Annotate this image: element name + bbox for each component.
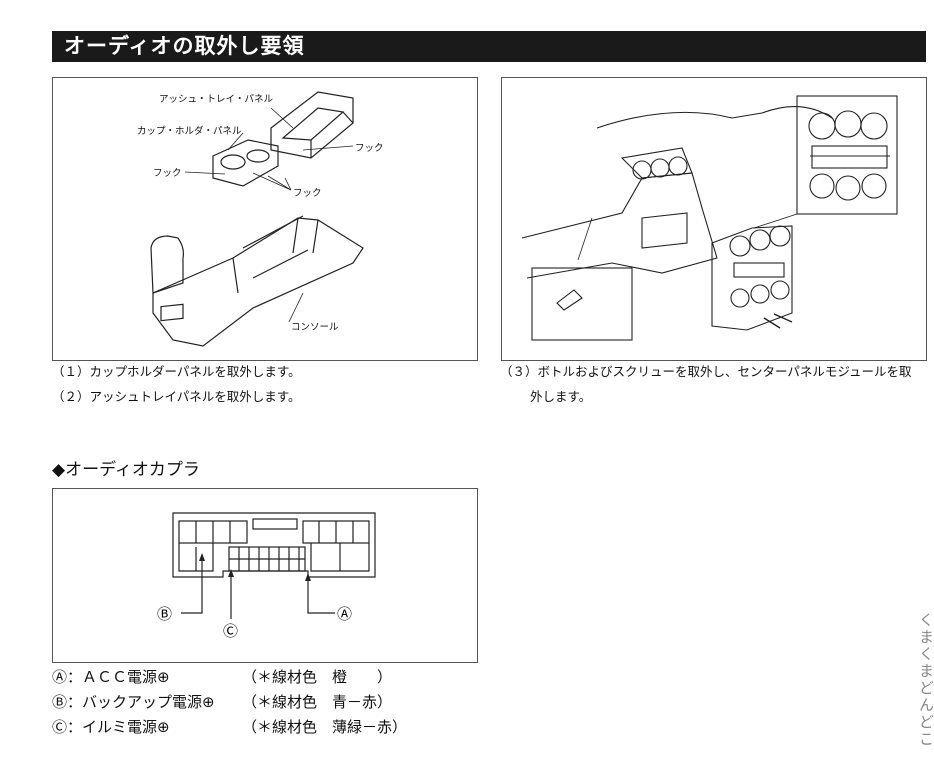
label-ash-tray-panel: アッシュ・トレイ・パネル: [159, 94, 274, 105]
coupler-diagram: Ⓑ Ⓒ Ⓐ: [157, 512, 376, 640]
label-hook-c: フック: [293, 188, 322, 199]
cup-holder-panel-shape: [212, 139, 279, 187]
legend-backup-label: Ⓑ：バックアップ電源⊕: [52, 693, 215, 711]
label-hook-b: フック: [153, 168, 182, 179]
marker-a: Ⓐ: [337, 605, 352, 623]
center-panel-diagram-panel: [501, 77, 927, 361]
ash-tray-panel-shape: [270, 91, 354, 159]
leader-a: [307, 575, 335, 614]
center-module-shape: [711, 225, 793, 331]
step-1-text: （１）カップホルダーパネルを取外します。: [52, 364, 301, 379]
coupler-diagram-panel: Ⓑ Ⓒ Ⓐ: [52, 488, 478, 663]
step-2-text: （２）アッシュトレイパネルを取外します。: [52, 389, 301, 404]
label-console: コンソール: [291, 322, 339, 333]
legend-acc: Ⓐ：ＡＣＣ電源⊕ （＊線材色 橙 ）: [52, 667, 392, 687]
legend-backup-wire: （＊線材色 青－赤）: [242, 693, 393, 711]
legend-acc-wire: （＊線材色 橙 ）: [242, 668, 393, 686]
side-watermark-text: くまくまどんどこ: [917, 612, 934, 748]
legend-backup: Ⓑ：バックアップ電源⊕ （＊線材色 青－赤）: [52, 692, 392, 712]
audio-coupler-heading: ◆オーディオカプラ: [52, 460, 200, 480]
legend-illumi-label: Ⓒ：イルミ電源⊕: [52, 718, 170, 736]
coupler-housing: [172, 512, 376, 578]
armrest-shape: [150, 235, 185, 294]
module-front-inset: [796, 95, 898, 215]
legend-acc-label: Ⓐ：ＡＣＣ電源⊕: [52, 668, 170, 686]
center-panel-diagram: [521, 95, 898, 341]
marker-c: Ⓒ: [223, 622, 238, 640]
console-body-shape: [152, 217, 364, 347]
page-title: オーディオの取外し要領: [52, 31, 926, 62]
console-diagram: アッシュ・トレイ・パネル カップ・ホルダ・パネル フック フック フック コンソ…: [137, 91, 384, 347]
step-3-text-line2: 外します。: [530, 389, 592, 404]
label-cup-holder-panel: カップ・ホルダ・パネル: [137, 125, 242, 137]
leader-b: [181, 555, 203, 614]
legend-illumi-wire: （＊線材色 薄緑－赤）: [242, 718, 408, 736]
label-hook-a: フック: [355, 143, 384, 154]
marker-b: Ⓑ: [157, 605, 172, 623]
legend-illumi: Ⓒ：イルミ電源⊕ （＊線材色 薄緑－赤）: [52, 717, 407, 737]
console-diagram-panel: アッシュ・トレイ・パネル カップ・ホルダ・パネル フック フック フック コンソ…: [52, 77, 478, 361]
screw-zoom-inset: [531, 267, 633, 341]
step-3-text-line1: （３）ボトルおよびスクリューを取外し、センターパネルモジュールを取: [500, 364, 912, 379]
